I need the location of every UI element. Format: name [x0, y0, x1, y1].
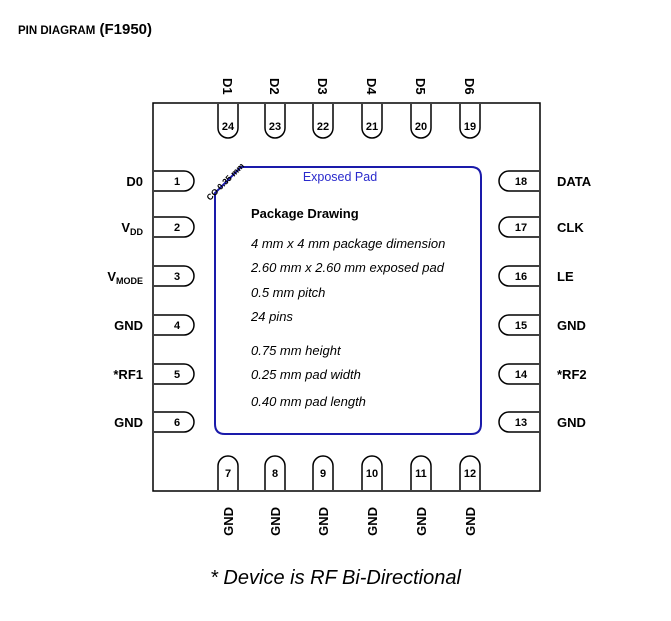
- pin-number-9: 9: [320, 468, 326, 480]
- pin-pad-14: [498, 363, 539, 385]
- pin-name-7: GND: [221, 507, 236, 536]
- pin-name-1: D0: [126, 174, 143, 189]
- pin-name-2: VDD: [121, 220, 143, 237]
- package-info-line: 0.40 mm pad length: [251, 394, 366, 409]
- pin-name-24: D1: [220, 78, 235, 95]
- pin-pad-2: [154, 216, 195, 238]
- pin-name-5: *RF1: [113, 367, 143, 382]
- pin-name-18: DATA: [557, 174, 592, 189]
- pin-number-14: 14: [515, 369, 528, 381]
- pin-number-5: 5: [174, 369, 180, 381]
- pin-name-3: VMODE: [107, 269, 143, 286]
- title-part: (F1950): [99, 21, 153, 38]
- pin-pad-11: [410, 455, 432, 490]
- pin-pad-19: [459, 104, 481, 139]
- pin-number-3: 3: [174, 271, 180, 283]
- pin-number-24: 24: [222, 121, 235, 133]
- pin-pad-4: [154, 314, 195, 336]
- package-info-line: 2.60 mm x 2.60 mm exposed pad: [250, 260, 445, 275]
- pin-pad-13: [498, 411, 539, 433]
- pin-pad-6: [154, 411, 195, 433]
- pin-pad-23: [264, 104, 286, 139]
- pin-name-19: D6: [462, 78, 477, 95]
- pin-pad-3: [154, 265, 195, 287]
- pin-name-15: GND: [557, 318, 586, 333]
- exposed-pad: [214, 166, 482, 435]
- package-info-line: 0.75 mm height: [251, 343, 342, 358]
- pin-name-22: D3: [315, 78, 330, 95]
- pin-number-18: 18: [515, 176, 527, 188]
- pin-number-7: 7: [225, 468, 231, 480]
- pin-number-20: 20: [415, 121, 427, 133]
- pin-number-12: 12: [464, 468, 476, 480]
- pin-number-16: 16: [515, 271, 527, 283]
- pin-number-19: 19: [464, 121, 476, 133]
- pin-number-4: 4: [174, 320, 181, 332]
- pin-pad-21: [361, 104, 383, 139]
- pin-number-1: 1: [174, 176, 180, 188]
- pin-pad-24: [217, 104, 239, 139]
- pin-name-13: GND: [557, 415, 586, 430]
- pin-pad-9: [312, 455, 334, 490]
- pin-number-21: 21: [366, 121, 378, 133]
- pin-number-15: 15: [515, 320, 527, 332]
- pin-pad-18: [498, 170, 539, 192]
- pin-name-16: LE: [557, 269, 574, 284]
- pin-pad-1: [154, 170, 195, 192]
- pin-number-17: 17: [515, 222, 527, 234]
- pin-pad-8: [264, 455, 286, 490]
- pin-name-23: D2: [267, 78, 282, 95]
- pin-number-23: 23: [269, 121, 281, 133]
- pin-name-14: *RF2: [557, 367, 587, 382]
- diagram-title: Pin Diagram (F1950): [18, 21, 152, 38]
- pin-name-20: D5: [413, 78, 428, 95]
- footnote: * Device is RF Bi-Directional: [210, 567, 461, 589]
- pin-number-22: 22: [317, 121, 329, 133]
- pin-pad-20: [410, 104, 432, 139]
- pin-name-8: GND: [268, 507, 283, 536]
- package-info-line: 24 pins: [250, 309, 293, 324]
- pin-pad-15: [498, 314, 539, 336]
- pin-name-6: GND: [114, 415, 143, 430]
- pin-number-10: 10: [366, 468, 378, 480]
- pin-name-9: GND: [316, 507, 331, 536]
- package-info-line: 4 mm x 4 mm package dimension: [251, 236, 445, 251]
- pin-number-11: 11: [415, 468, 427, 480]
- pin-number-8: 8: [272, 468, 278, 480]
- package-info-line: 0.25 mm pad width: [251, 367, 361, 382]
- pin-pad-16: [498, 265, 539, 287]
- pin-name-17: CLK: [557, 220, 584, 235]
- pin-pad-22: [312, 104, 334, 139]
- pin-pad-7: [217, 455, 239, 490]
- pin-name-11: GND: [414, 507, 429, 536]
- pin-number-6: 6: [174, 417, 180, 429]
- pin-number-2: 2: [174, 222, 180, 234]
- pin-name-21: D4: [364, 78, 379, 95]
- package-info-line: 0.5 mm pitch: [251, 285, 325, 300]
- pin-pad-5: [154, 363, 195, 385]
- pin-name-10: GND: [365, 507, 380, 536]
- pin-name-12: GND: [463, 507, 478, 536]
- package-drawing-heading: Package Drawing: [251, 206, 359, 221]
- pin-number-13: 13: [515, 417, 527, 429]
- title-prefix: Pin Diagram: [18, 25, 96, 37]
- exposed-pad-label: Exposed Pad: [303, 170, 377, 184]
- pin-pad-17: [498, 216, 539, 238]
- pin-pad-10: [361, 455, 383, 490]
- pin-pad-12: [459, 455, 481, 490]
- pin-name-4: GND: [114, 318, 143, 333]
